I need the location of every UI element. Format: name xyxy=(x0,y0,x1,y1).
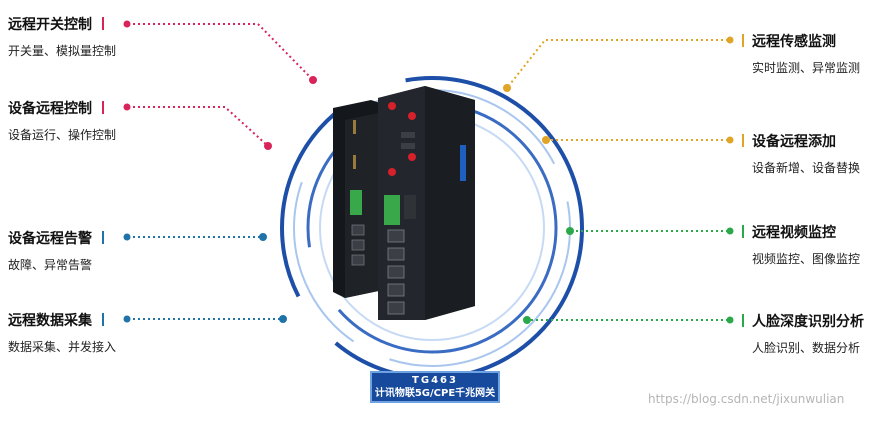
accent-bar xyxy=(742,134,744,147)
feature-title: 远程数据采集 xyxy=(8,313,92,329)
feature-title: 设备远程控制 xyxy=(8,101,92,117)
product-model: TG463 xyxy=(412,375,458,386)
dot-icon xyxy=(123,233,131,241)
watermark: https://blog.csdn.net/jixunwulian xyxy=(648,392,845,406)
accent-bar xyxy=(101,101,104,114)
feature-subtitle: 实时监测、异常监测 xyxy=(752,61,861,75)
dot-icon xyxy=(123,103,131,111)
antenna-port-icon xyxy=(408,153,416,161)
feature-face-recognition-analysis: 人脸深度识别分析 人脸识别、数据分析 xyxy=(742,311,864,356)
connector-device-control xyxy=(133,106,269,147)
feature-title: 设备远程添加 xyxy=(752,134,836,150)
antenna-icon xyxy=(353,120,356,134)
product-name: 计讯物联5G/CPE千兆网关 xyxy=(374,388,496,399)
dot-icon xyxy=(726,36,734,44)
accent-bar xyxy=(742,314,744,327)
connector-remote-switch xyxy=(133,23,314,81)
accent-bar xyxy=(101,313,104,326)
accent-bar xyxy=(742,225,744,238)
product-caption: TG463 计讯物联5G/CPE千兆网关 xyxy=(370,371,500,403)
accent-bar xyxy=(101,231,104,244)
feature-title: 远程传感监测 xyxy=(752,34,836,50)
dot-icon xyxy=(264,142,272,150)
connector-sensor xyxy=(506,39,728,89)
feature-subtitle: 数据采集、并发接入 xyxy=(8,340,117,354)
feature-title: 设备远程告警 xyxy=(8,231,92,247)
antenna-port-icon xyxy=(388,102,396,110)
accent-bar xyxy=(742,34,744,47)
feature-remote-switch-control: 远程开关控制 开关量、模拟量控制 xyxy=(8,14,116,59)
dot-icon xyxy=(566,227,574,235)
gateway-device-front xyxy=(378,86,475,320)
feature-remote-sensor-monitoring: 远程传感监测 实时监测、异常监测 xyxy=(742,31,860,76)
feature-subtitle: 开关量、模拟量控制 xyxy=(8,44,117,58)
dot-icon xyxy=(523,316,531,324)
dot-icon xyxy=(123,20,131,28)
antenna-port-icon xyxy=(388,168,396,176)
feature-device-remote-control: 设备远程控制 设备运行、操作控制 xyxy=(8,98,116,143)
accent-bar xyxy=(101,17,104,30)
feature-subtitle: 人脸识别、数据分析 xyxy=(752,341,861,355)
feature-subtitle: 视频监控、图像监控 xyxy=(752,252,861,266)
feature-title: 远程开关控制 xyxy=(8,17,92,33)
dot-icon xyxy=(726,316,734,324)
dot-icon xyxy=(726,227,734,235)
feature-device-remote-alarm: 设备远程告警 故障、异常告警 xyxy=(8,228,104,273)
feature-remote-video-monitoring: 远程视频监控 视频监控、图像监控 xyxy=(742,222,860,267)
dot-icon xyxy=(123,315,131,323)
feature-subtitle: 设备运行、操作控制 xyxy=(8,128,117,142)
antenna-icon xyxy=(353,155,356,169)
dot-icon xyxy=(542,136,550,144)
dot-icon xyxy=(309,76,317,84)
dot-icon xyxy=(279,315,287,323)
feature-title: 人脸深度识别分析 xyxy=(752,314,864,330)
dot-icon xyxy=(259,233,267,241)
feature-subtitle: 设备新增、设备替换 xyxy=(752,161,861,175)
feature-subtitle: 故障、异常告警 xyxy=(8,258,93,272)
gateway-device-back xyxy=(333,100,383,298)
feature-remote-data-collection: 远程数据采集 数据采集、并发接入 xyxy=(8,310,116,355)
antenna-port-icon xyxy=(408,112,416,120)
feature-title: 远程视频监控 xyxy=(752,225,836,241)
feature-device-remote-add: 设备远程添加 设备新增、设备替换 xyxy=(742,131,860,176)
dot-icon xyxy=(503,84,511,92)
dot-icon xyxy=(726,136,734,144)
